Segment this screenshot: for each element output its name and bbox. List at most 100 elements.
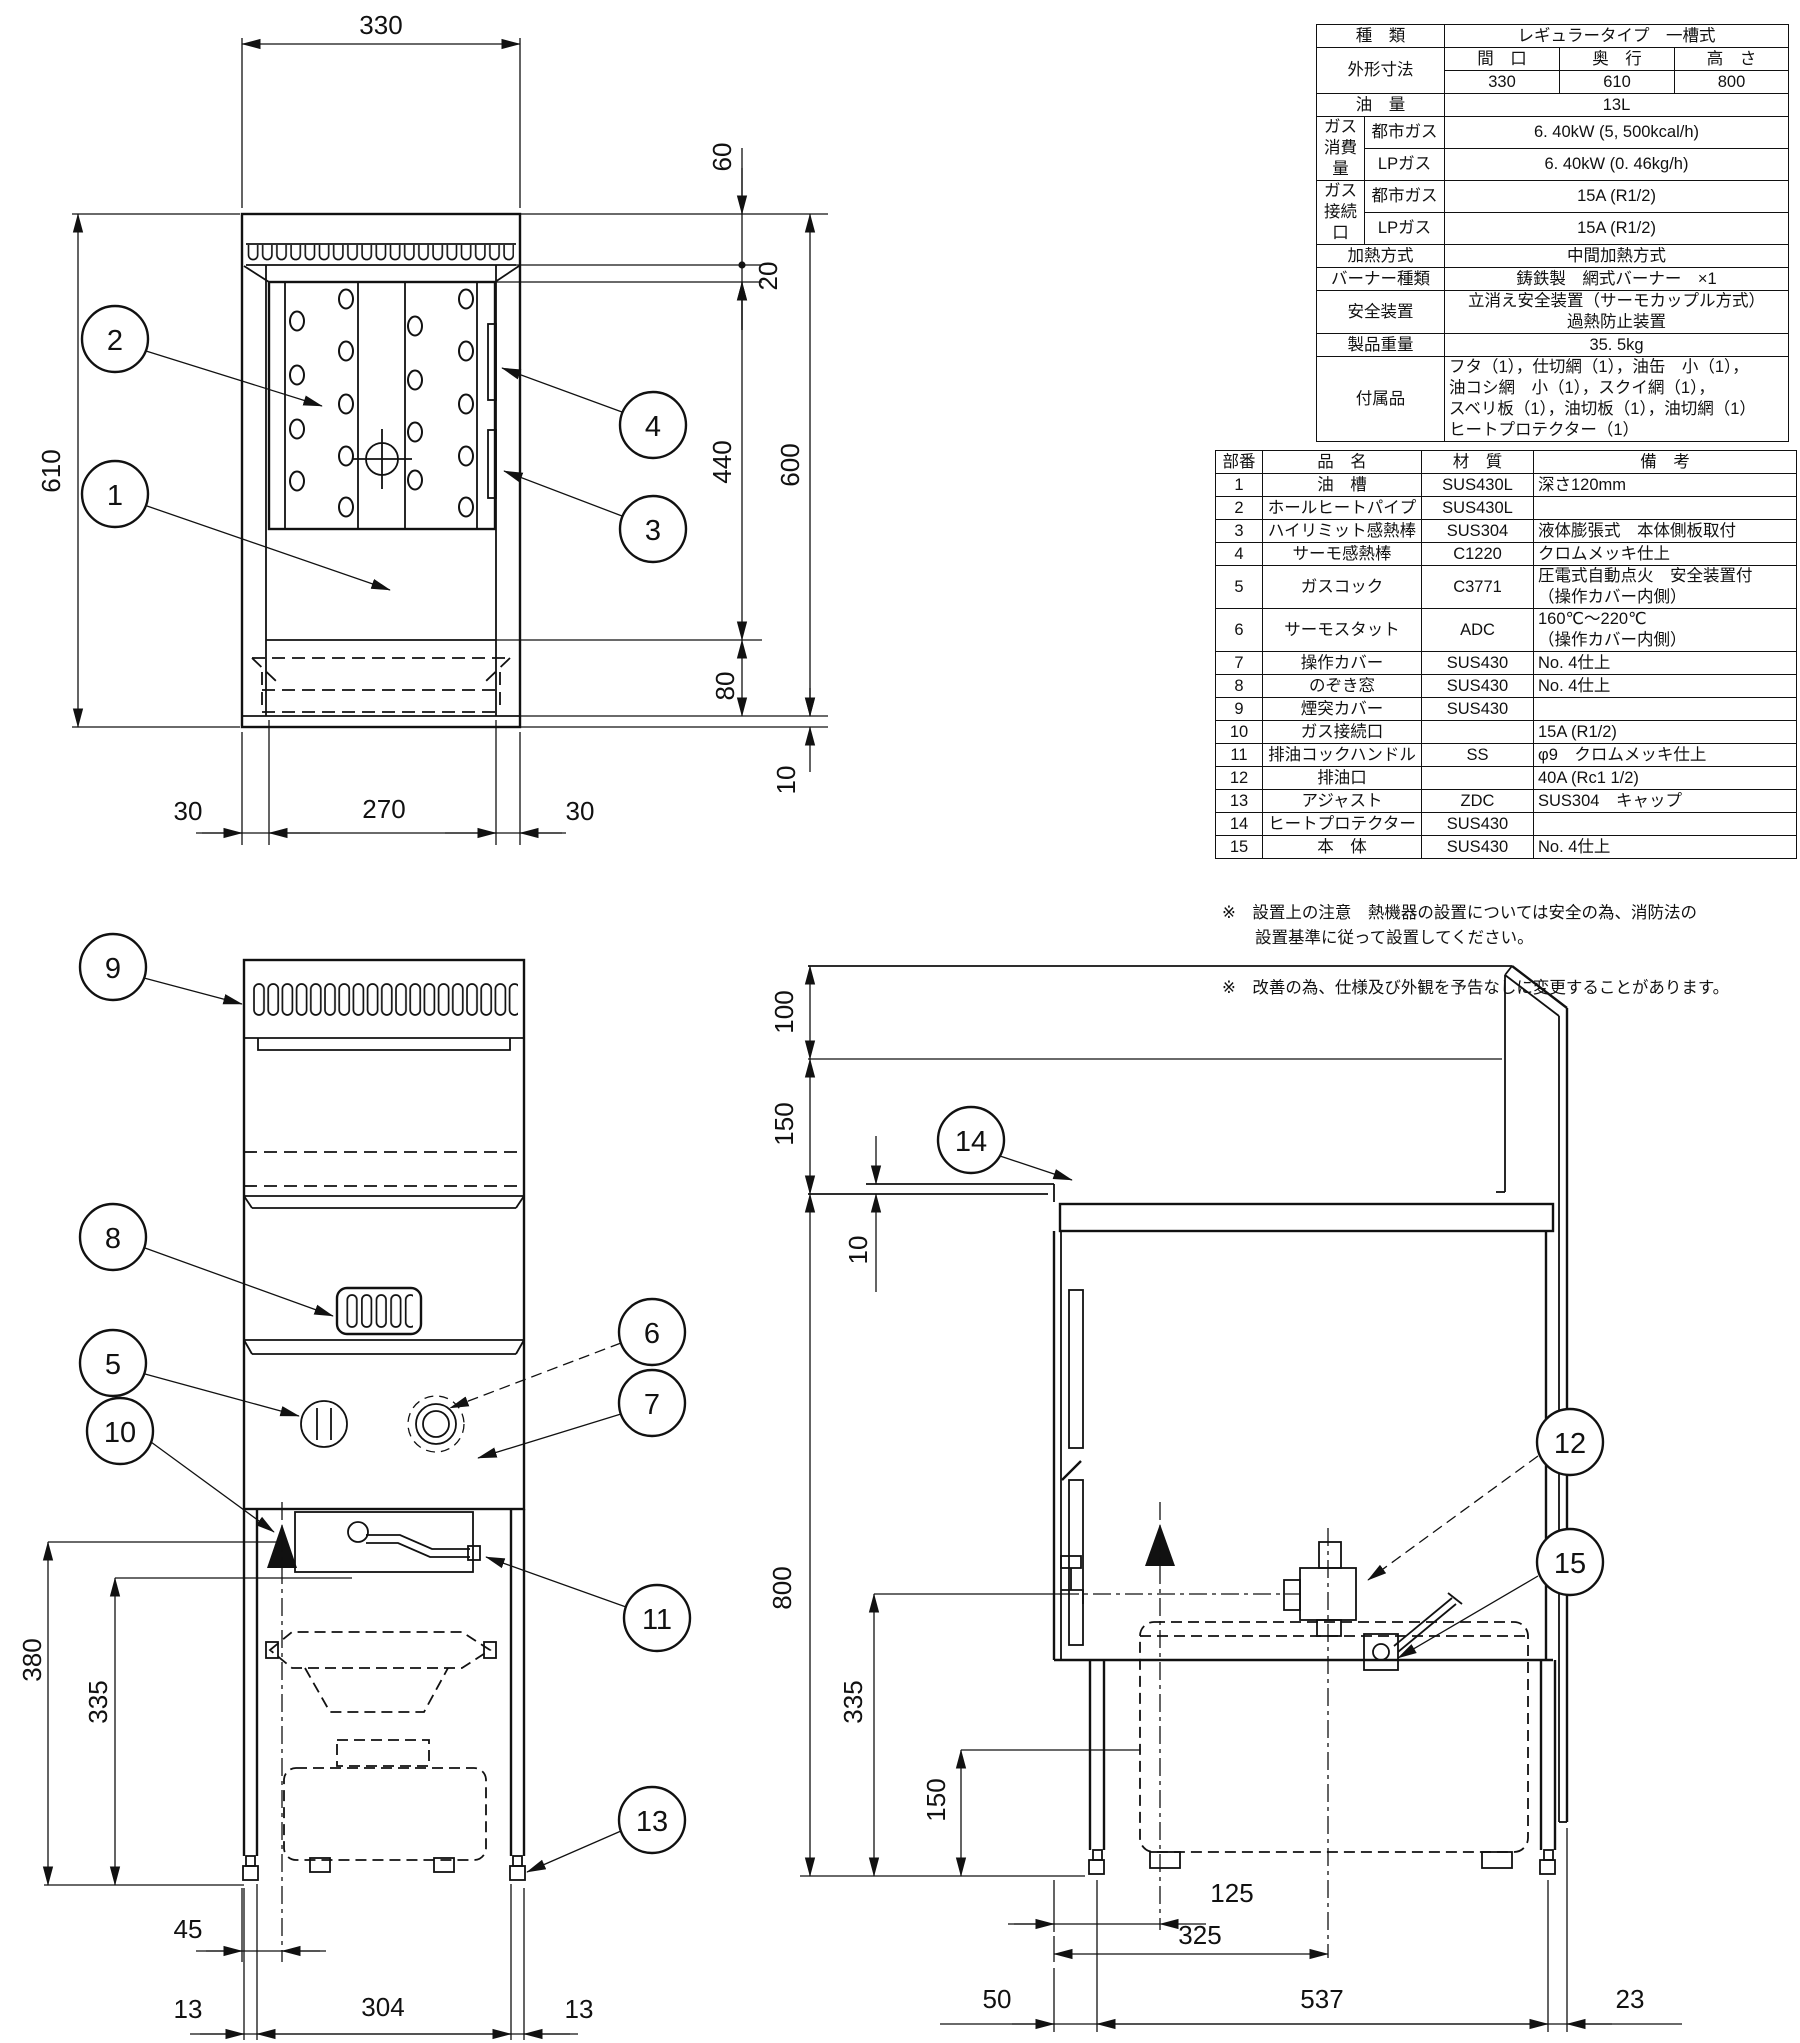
spec-kind-value: レギュラータイプ 一槽式	[1444, 24, 1789, 48]
highlimit-sensor-bar	[487, 429, 497, 499]
spec-width-value: 330	[1444, 70, 1560, 94]
dim-lip: 10	[771, 766, 801, 795]
front-view-callouts: 9 8 5 10 6 7 11 13	[78, 932, 692, 1873]
center-mark	[352, 429, 412, 489]
top-view-dimensions: 330 610 60 20 440 80 600	[36, 10, 828, 845]
front-view-dimensions: 380 335 45 13 304 13	[17, 1541, 593, 2040]
dim-protector-mid: 150	[769, 1102, 799, 1145]
callout-11: 11	[642, 1604, 672, 1636]
parts-header-material: 材 質	[1421, 450, 1534, 474]
dim-leg-span: 304	[361, 1992, 404, 2022]
side-oil-container	[1139, 1592, 1529, 1869]
dim-drain-height: 335	[83, 1680, 113, 1723]
spec-burner-label: バーナー種類	[1316, 267, 1445, 291]
parts-header-name: 品 名	[1262, 450, 1422, 474]
dim-inner: 600	[775, 443, 805, 486]
thermo-sensor-bar	[487, 323, 497, 401]
dim-height: 800	[767, 1566, 797, 1609]
dim-gas-height: 380	[17, 1638, 47, 1681]
spec-dims-label: 外形寸法	[1316, 47, 1445, 94]
dim-bottom-left: 30	[174, 796, 203, 826]
callout-13: 13	[636, 1806, 668, 1838]
gas-cock-knob	[300, 1400, 348, 1448]
callout-2: 2	[107, 325, 123, 357]
spec-heating-value: 中間加熱方式	[1444, 244, 1789, 268]
spec-height-label: 高 さ	[1674, 47, 1789, 71]
spec-connection-lp-label: LPガス	[1364, 212, 1445, 245]
heat-protector-flange	[866, 1183, 1055, 1202]
dim-gas-depth: 125	[1210, 1878, 1253, 1908]
adjuster-feet	[242, 1855, 526, 1881]
front-view: 380 335 45 13 304 13	[17, 932, 692, 2040]
callout-10: 10	[104, 1417, 136, 1449]
dim-flue-gap: 20	[753, 262, 783, 291]
dim-drain-height-side: 335	[838, 1680, 868, 1723]
dim-front: 80	[710, 672, 740, 701]
dim-bottom-center: 270	[362, 794, 405, 824]
dim-width: 330	[359, 10, 402, 40]
dim-leg-left: 13	[174, 1994, 203, 2024]
hidden-internals	[265, 1631, 497, 1873]
body-outline	[1052, 1202, 1555, 1662]
parts-header-no: 部番	[1215, 450, 1263, 474]
spec-accessories-label: 付属品	[1316, 356, 1445, 442]
spec-weight-value: 35. 5kg	[1444, 333, 1789, 357]
side-legs	[1088, 1660, 1557, 1875]
spec-depth-label: 奥 行	[1559, 47, 1675, 71]
spec-lp-gas-label: LPガス	[1364, 148, 1445, 181]
spec-connection-lp: 15A (R1/2)	[1444, 212, 1789, 245]
gas-inlet-side	[1060, 1502, 1175, 1930]
callout-12: 12	[1554, 1428, 1586, 1460]
dim-back-offset: 23	[1616, 1984, 1645, 2014]
spec-accessories-value: フタ（1），仕切網（1），油缶 小（1）， 油コシ網 小（1），スクイ網（1），…	[1444, 356, 1789, 442]
callout-4: 4	[645, 411, 661, 443]
parts-header-remarks: 備 考	[1533, 450, 1797, 474]
note-installation: ※ 設置上の注意 熱機器の設置については安全の為、消防法の 設置基準に従って設置…	[1222, 904, 1698, 947]
spec-kind-label: 種 類	[1316, 24, 1445, 48]
callout-3: 3	[645, 515, 661, 547]
dim-bottom-right: 30	[566, 796, 595, 826]
spec-table: 種 類 レギュラータイプ 一槽式 外形寸法 間 口 奥 行 高 さ 330 61…	[1316, 24, 1789, 442]
spec-safety-value: 立消え安全装置（サーモカップル方式） 過熱防止装置	[1444, 290, 1789, 334]
drain-valve	[1061, 1528, 1357, 1958]
spec-consumption-lp: 6. 40kW (0. 46kg/h)	[1444, 148, 1789, 181]
installation-notes: ※ 設置上の注意 熱機器の設置については安全の為、消防法の 設置基準に従って設置…	[1222, 876, 1797, 1026]
spec-oil-value: 13L	[1444, 93, 1789, 117]
spec-connection-city-label: 都市ガス	[1364, 180, 1445, 213]
side-view-callouts: 14 12 15	[936, 1105, 1605, 1659]
heat-protector-back	[1496, 965, 1569, 1823]
thermostat-knob	[407, 1395, 465, 1453]
top-view: 330 610 60 20 440 80 600	[36, 10, 828, 845]
spec-gas-connection-label: ガス 接続口	[1316, 180, 1365, 245]
hidden-oil-container-top	[251, 657, 511, 713]
callout-8: 8	[105, 1223, 121, 1255]
callout-7: 7	[644, 1389, 660, 1421]
callout-15: 15	[1554, 1548, 1586, 1580]
dim-leg-span-side: 537	[1300, 1984, 1343, 2014]
callout-1: 1	[107, 480, 123, 512]
callout-6: 6	[644, 1318, 660, 1350]
dim-counter-gap: 10	[843, 1236, 873, 1265]
spec-consumption-city: 6. 40kW (5, 500kcal/h)	[1444, 116, 1789, 149]
callout-14: 14	[955, 1126, 987, 1158]
callout-9: 9	[105, 953, 121, 985]
spec-burner-value: 鋳鉄製 網式バーナー ×1	[1444, 267, 1789, 291]
drain-cock-handle	[347, 1521, 481, 1561]
callout-5: 5	[105, 1349, 121, 1381]
spec-depth-value: 610	[1559, 70, 1675, 94]
dim-front-offset: 50	[983, 1984, 1012, 2014]
side-view: 100 150 10 800 335 150 125 325	[767, 965, 1682, 2032]
